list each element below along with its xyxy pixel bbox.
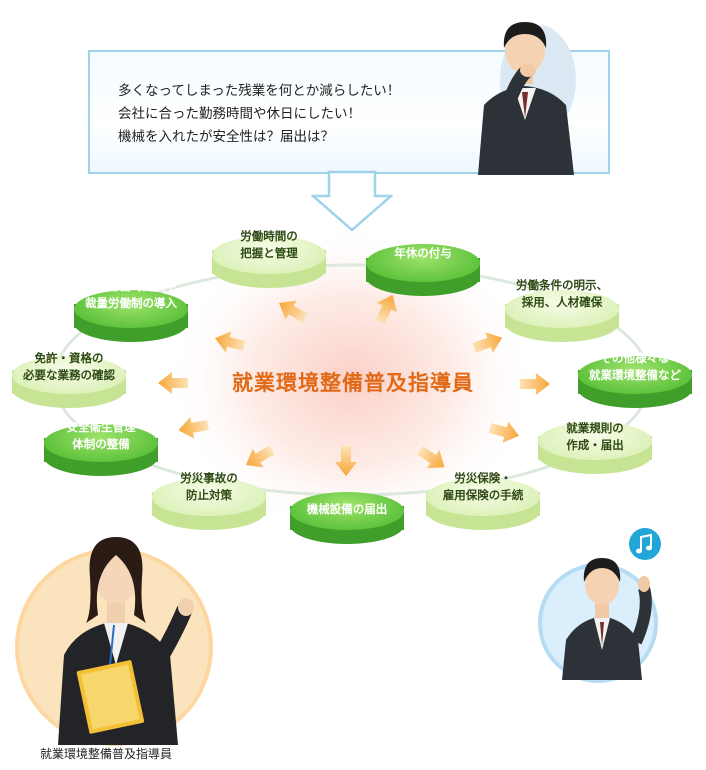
woman-illustration: [58, 537, 194, 745]
disk-label-insurance: 労災保険・雇用保険の手続: [442, 471, 524, 502]
disk-flex: [74, 290, 188, 346]
disk-licenses: [12, 356, 126, 412]
arrow-icon: [472, 332, 503, 353]
disk-machinery: [290, 492, 404, 548]
center-title: 就業環境整備普及指導員: [232, 371, 474, 395]
arrow-icon: [246, 445, 275, 468]
arrow-icon: [215, 331, 246, 353]
disk-label-rules: 就業規則の作成・届出: [566, 421, 624, 452]
disk-rules: [538, 422, 652, 478]
disk-insurance: [426, 478, 540, 534]
disk-label-working-hours: 労働時間の把握と管理: [240, 229, 298, 260]
disk-label-licenses: 免許・資格の必要な業務の確認: [23, 351, 115, 382]
disk-label-conditions: 労働条件の明示、採用、人材確保: [516, 278, 608, 309]
happy-man-illustration: [562, 558, 652, 680]
arrow-icon: [520, 373, 550, 395]
disk-label-machinery: 機械設備の届出: [306, 502, 388, 516]
arrow-icon: [375, 294, 397, 325]
arrow-icon: [488, 421, 519, 443]
disk-safety: [44, 424, 158, 480]
speech-line: 機械を入れたが安全性は？届出は？: [118, 129, 334, 145]
arrow-icon: [158, 372, 188, 394]
speech-line: 会社に合った勤務時間や休日にしたい！: [118, 106, 361, 122]
disk-label-other: その他様々な就業環境整備など: [589, 351, 681, 382]
disk-label-accident: 労災事故の防止対策: [180, 471, 238, 502]
disk-holidays: [366, 244, 480, 300]
arrow-icon: [417, 445, 445, 469]
arrow-down-icon: [311, 170, 393, 232]
disk-label-safety: 安全衛生管理体制の整備: [66, 420, 136, 451]
speech-text: 多くなってしまった残業を何とか減らしたい！ 会社に合った勤務時間や休日にしたい！…: [118, 80, 400, 149]
disk-accident: [152, 478, 266, 534]
disk-conditions: [505, 290, 619, 346]
disk-working-hours: [212, 236, 326, 292]
speech-line: 多くなってしまった残業を何とか減らしたい！: [118, 83, 401, 99]
thinking-man-illustration: [478, 22, 576, 175]
music-note-icon: [629, 528, 661, 560]
arrow-icon: [178, 416, 209, 439]
arrow-icon: [335, 446, 357, 476]
disk-label-flex: 変形労働時間制や裁量労働制の導入: [85, 279, 177, 310]
disk-label-holidays: 休日・休暇の設定年休の付与: [377, 229, 469, 260]
woman-caption: 就業環境整備普及指導員: [40, 747, 173, 761]
disk-other: [578, 356, 692, 412]
arrow-icon: [279, 300, 308, 323]
